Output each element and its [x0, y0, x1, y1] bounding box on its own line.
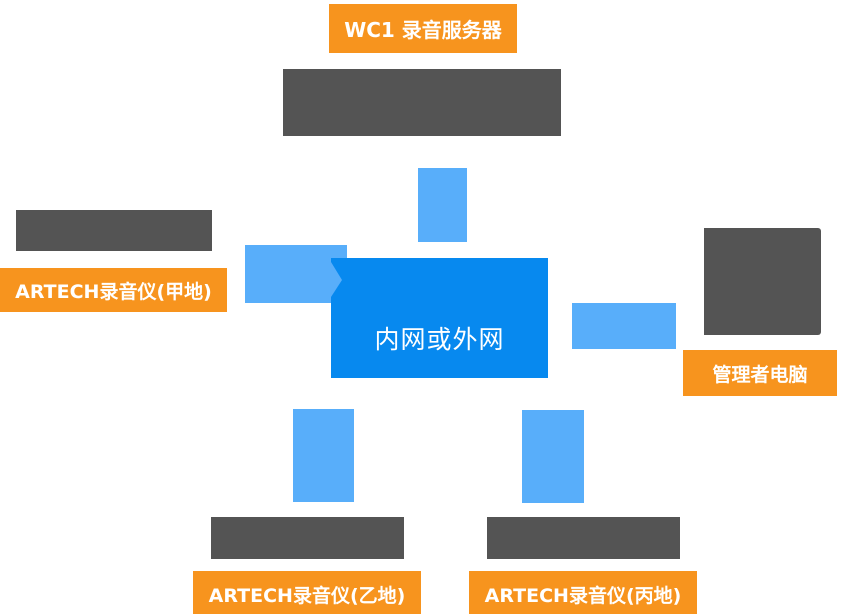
manager-image-placeholder — [704, 228, 821, 335]
network-cloud-box: 内网或外网 — [331, 258, 548, 378]
recorder-b-image-placeholder — [211, 517, 404, 559]
recorder-c-image-placeholder — [487, 517, 680, 559]
recorder-a-label: ARTECH录音仪(甲地) — [0, 268, 227, 312]
recorder-b-label: ARTECH录音仪(乙地) — [193, 571, 421, 614]
server-image-placeholder — [283, 69, 561, 136]
connector-network-recorder-b — [293, 409, 354, 502]
connector-recorder-a-network — [245, 245, 347, 303]
recorder-a-image-placeholder — [16, 210, 212, 251]
connector-network-recorder-c — [522, 410, 584, 503]
connector-network-manager — [572, 303, 676, 349]
server-label: WC1 录音服务器 — [329, 4, 517, 53]
arrowhead-icon — [331, 262, 342, 297]
connector-server-network — [418, 168, 467, 242]
manager-label: 管理者电脑 — [683, 350, 837, 396]
recorder-c-label: ARTECH录音仪(丙地) — [469, 571, 697, 614]
